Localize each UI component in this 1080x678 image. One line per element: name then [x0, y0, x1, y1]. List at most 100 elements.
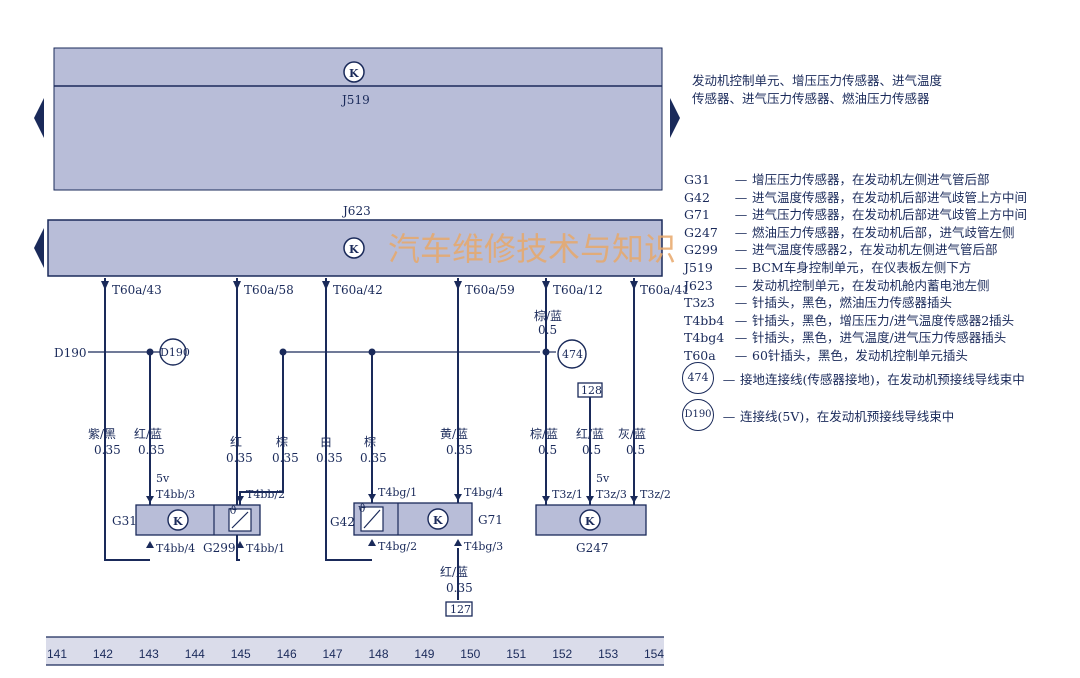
svg-text:0.35: 0.35 — [360, 451, 387, 465]
ref-127: 127 — [450, 603, 471, 616]
wire-label-58: 红 — [230, 434, 242, 449]
j519-label: J519 — [340, 93, 370, 107]
svg-text:ϑ: ϑ — [229, 504, 237, 517]
ruler-label: 145 — [231, 647, 251, 661]
wire-label-d190: 红/蓝 — [134, 426, 162, 441]
wire-label-59: 黄/蓝 — [440, 427, 468, 441]
ruler-label: 146 — [277, 647, 297, 661]
svg-text:0.35: 0.35 — [272, 451, 299, 465]
legend-row: G42—进气温度传感器，在发动机后部进气歧管上方中间 — [684, 189, 1028, 205]
svg-text:K: K — [433, 514, 443, 527]
ruler-label: 151 — [506, 647, 526, 661]
title-line-1: 发动机控制单元、增压压力传感器、进气温度 — [692, 73, 943, 88]
watermark-text: 汽车维修技术与知识 — [388, 230, 676, 268]
legend-row: T4bg4—针插头，黑色，进气温度/进气压力传感器插头 — [684, 330, 1007, 346]
bottom-ruler: 141 142 143 144 145 146 147 148 149 150 151 152 153 1… — [46, 636, 664, 666]
wire-label-12-top: 棕/蓝 — [534, 308, 562, 323]
svg-text:K: K — [173, 515, 183, 528]
svg-text:0.5: 0.5 — [538, 443, 557, 457]
ref-128: 128 — [581, 384, 602, 397]
pin-t60a-42: T60a/42 — [333, 283, 383, 297]
svg-text:T4bg/1: T4bg/1 — [378, 486, 417, 499]
pin-t60a-41: T60a/41 — [640, 283, 690, 297]
svg-text:K: K — [349, 67, 359, 80]
legend-row: J519—BCM车身控制单元，在仪表板左侧下方 — [684, 260, 972, 275]
svg-text:T4bg/4: T4bg/4 — [464, 486, 503, 499]
g42-g71-sensor: ϑ K — [353, 502, 473, 536]
voltage-5v-2: 5v — [596, 472, 610, 485]
legend-row: T4bb4—针插头，黑色，增压压力/进气温度传感器2插头 — [684, 312, 1015, 328]
legend-row: T60a—60针插头，黑色，发动机控制单元插头 — [684, 348, 968, 363]
left-continue-arrow-bottom — [34, 228, 44, 268]
j623-label: J623 — [341, 204, 371, 218]
legend-d190-text: —连接线(5V)，在发动机预接线导线束中 — [722, 409, 955, 424]
svg-text:0.35: 0.35 — [316, 451, 343, 465]
wire-label-42: 白 — [320, 434, 332, 449]
left-continue-arrow-top — [34, 98, 44, 138]
legend-row: G299—进气温度传感器2，在发动机左侧进气管后部 — [684, 242, 998, 258]
ruler-label: 153 — [598, 647, 618, 661]
ground-474-circle: 474 — [562, 348, 583, 361]
g31-label: G31 — [112, 514, 137, 528]
legend-row: G247—燃油压力传感器，在发动机后部，进气歧管左侧 — [684, 224, 1015, 240]
d190-splice-circle: D190 — [160, 346, 190, 359]
ruler-label: 148 — [369, 647, 389, 661]
ruler-label: 142 — [93, 647, 113, 661]
legend-row: G31—增压压力传感器，在发动机左侧进气管后部 — [684, 172, 990, 187]
svg-text:0.35: 0.35 — [138, 443, 165, 457]
wires — [88, 278, 635, 600]
ruler-label: 152 — [552, 647, 572, 661]
svg-text:T4bg/2: T4bg/2 — [378, 540, 417, 553]
g71-label: G71 — [478, 513, 503, 527]
wire-label-brown-1: 棕 — [276, 434, 288, 449]
g299-label: G299 — [203, 541, 236, 555]
g247-label: G247 — [576, 541, 609, 555]
svg-text:0.5: 0.5 — [582, 443, 601, 457]
wire-label-127: 红/蓝 — [440, 564, 468, 579]
legend-d190-circle: D190 — [682, 399, 714, 431]
j623-module: J623 K 汽车维修技术与知识 — [34, 204, 676, 277]
legend: 发动机控制单元、增压压力传感器、进气温度 传感器、进气压力传感器、燃油压力传感器… — [682, 0, 1080, 678]
svg-text:0.35: 0.35 — [94, 443, 121, 457]
svg-text:0.35: 0.35 — [446, 581, 473, 595]
ruler-label: 150 — [460, 647, 480, 661]
wire-label-41: 灰/蓝 — [618, 427, 646, 441]
svg-text:T4bb/3: T4bb/3 — [156, 488, 195, 501]
svg-text:T4bg/3: T4bg/3 — [464, 540, 503, 553]
svg-text:T4bb/2: T4bb/2 — [246, 488, 285, 501]
legend-row: T3z3—针插头，黑色，燃油压力传感器插头 — [684, 295, 953, 311]
j519-module: K J519 — [34, 47, 680, 191]
ruler-label: 149 — [414, 647, 434, 661]
svg-text:T3z/3: T3z/3 — [596, 488, 627, 501]
wire-label-brown-2: 棕 — [364, 434, 376, 449]
ruler-label: 154 — [644, 647, 664, 661]
right-continue-arrow-top — [670, 98, 680, 138]
title-line-2: 传感器、进气压力传感器、燃油压力传感器 — [692, 91, 930, 106]
svg-text:K: K — [585, 515, 595, 528]
svg-text:ϑ: ϑ — [358, 502, 366, 515]
pin-t60a-43: T60a/43 — [112, 283, 162, 297]
g31-g299-sensor: K ϑ — [135, 504, 261, 536]
svg-text:0.5: 0.5 — [626, 443, 645, 457]
svg-text:T4bb/4: T4bb/4 — [156, 542, 195, 555]
g42-label: G42 — [330, 515, 355, 529]
legend-474-text: —接地连接线(传感器接地)，在发动机预接线导线束中 — [722, 372, 1025, 387]
svg-text:T3z/2: T3z/2 — [640, 488, 671, 501]
legend-row: J623—发动机控制单元，在发动机舱内蓄电池左侧 — [684, 277, 990, 293]
pin-t60a-59: T60a/59 — [465, 283, 515, 297]
svg-text:T3z/1: T3z/1 — [552, 488, 583, 501]
ruler-label: 144 — [185, 647, 205, 661]
legend-474-circle: 474 — [682, 362, 714, 394]
pin-t60a-12: T60a/12 — [553, 283, 603, 297]
ruler-label: 143 — [139, 647, 159, 661]
pin-t60a-58: T60a/58 — [244, 283, 294, 297]
ruler-label: 141 — [47, 647, 67, 661]
svg-text:0.5: 0.5 — [538, 323, 557, 337]
svg-text:0.35: 0.35 — [226, 451, 253, 465]
wire-label-43: 紫/黑 — [88, 427, 116, 441]
svg-text:0.35: 0.35 — [446, 443, 473, 457]
ruler-label: 147 — [323, 647, 343, 661]
wire-label-128: 红/蓝 — [576, 426, 604, 441]
wire-label-12: 棕/蓝 — [530, 426, 558, 441]
